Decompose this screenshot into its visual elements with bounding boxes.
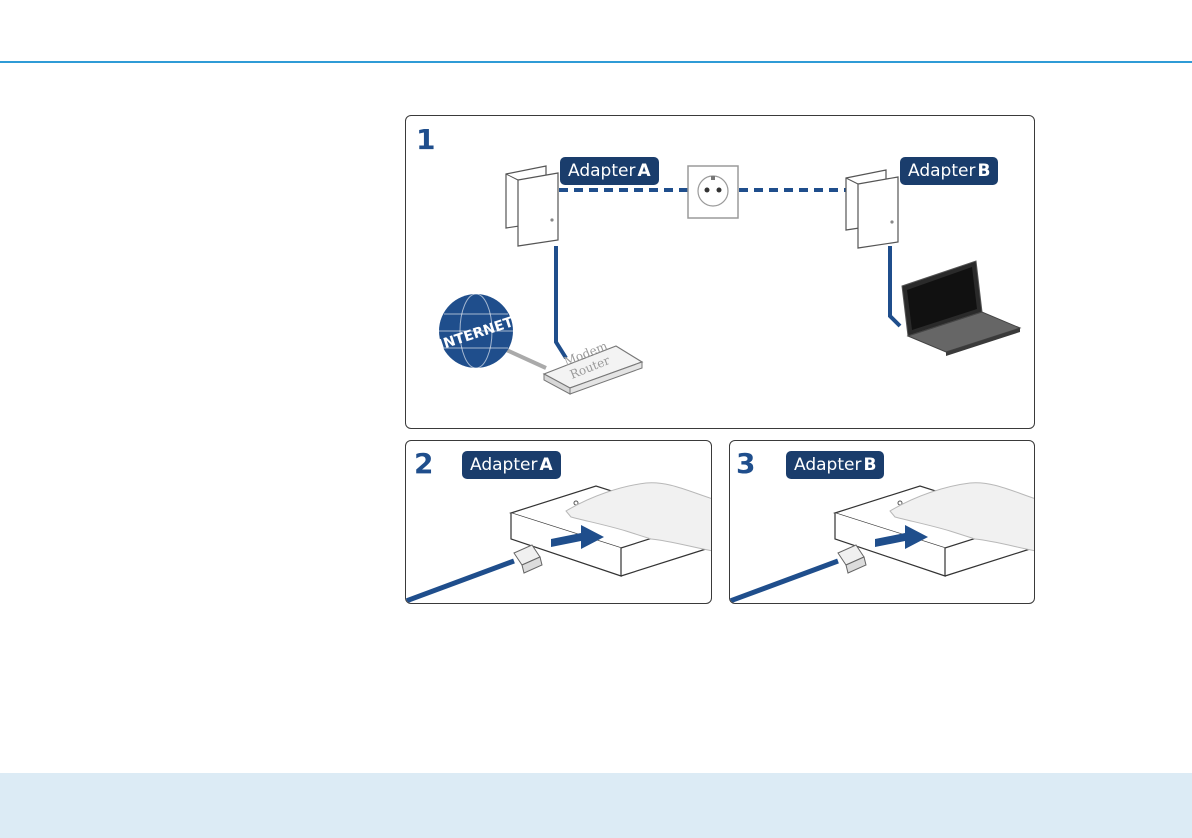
ethernet-cable — [730, 561, 838, 601]
internet-cable — [502, 348, 546, 368]
ethernet-cable-b — [890, 246, 900, 326]
step-1-number: 1 — [416, 126, 435, 154]
ethernet-plug-icon — [838, 545, 866, 573]
ethernet-cable-a — [556, 246, 566, 358]
step-2-number: 2 — [414, 450, 433, 478]
label-prefix: Adapter — [794, 455, 861, 475]
label-letter: B — [863, 455, 876, 475]
step-3-number: 3 — [736, 450, 755, 478]
internet-globe-icon: INTERNET — [437, 294, 516, 368]
adapter-b-device-icon — [846, 170, 898, 248]
ethernet-cable — [406, 561, 514, 601]
label-letter: A — [539, 455, 552, 475]
label-letter: B — [977, 161, 990, 181]
header-rule — [0, 61, 1192, 63]
wall-socket-icon — [688, 166, 738, 218]
label-prefix: Adapter — [568, 161, 635, 181]
footer-band — [0, 773, 1192, 838]
laptop-icon — [902, 261, 1020, 356]
ethernet-plug-icon — [514, 545, 542, 573]
adapter-a-device-icon — [506, 166, 558, 246]
label-prefix: Adapter — [908, 161, 975, 181]
label-prefix: Adapter — [470, 455, 537, 475]
label-letter: A — [637, 161, 650, 181]
